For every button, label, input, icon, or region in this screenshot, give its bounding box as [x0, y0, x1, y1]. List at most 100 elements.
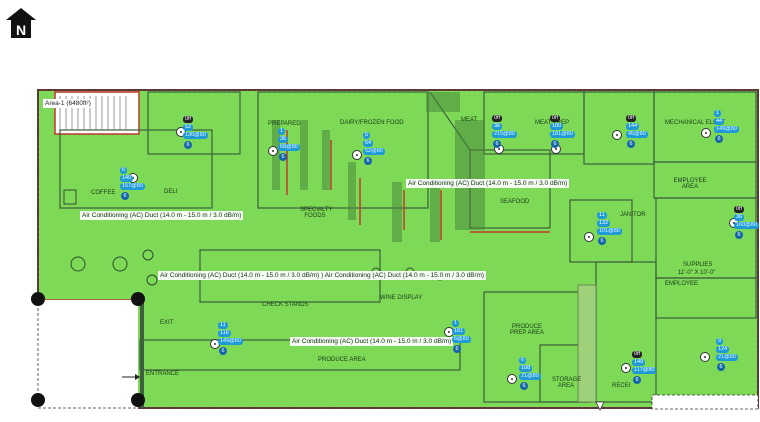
ap-channel-chip: 124: [716, 346, 730, 353]
access-point-icon[interactable]: [584, 232, 594, 242]
ap-channel-chip: 144: [626, 123, 640, 130]
room-label-coffee: COFFEE: [91, 190, 116, 196]
duct-label[interactable]: Air Conditioning (AC) Duct (14.0 m - 15.…: [406, 179, 570, 188]
ap-channel-chip: 64: [363, 140, 374, 147]
ap-count-chip: 6: [627, 140, 635, 148]
duct-label[interactable]: Air Conditioning (AC) Duct (14.0 m - 15.…: [158, 271, 487, 280]
room-label-produce-area: PRODUCE AREA: [318, 357, 366, 363]
ap-channel-chip: 36: [492, 123, 503, 130]
ap-channel-chip: 36: [278, 136, 289, 143]
ap-channel-chip: 116: [218, 330, 231, 337]
ap-band-chip: 149@80: [218, 338, 243, 345]
room-label-janitor: JANITOR: [620, 212, 646, 218]
access-point-icon[interactable]: [700, 352, 710, 362]
ap-status-chip: 11: [597, 212, 607, 219]
ap-status-chip: 6: [120, 167, 128, 174]
ap-channel-chip: 44: [714, 118, 725, 125]
ap-channel-chip: 100: [550, 123, 564, 130]
ap-count-chip: 6: [715, 135, 723, 143]
ap-band-chip: 21@80: [519, 373, 541, 380]
ap-band-chip: 157@80: [120, 183, 145, 190]
duct-label[interactable]: Air Conditioning (AC) Duct (14.0 m - 15.…: [290, 337, 454, 346]
room-label-mech-elec: MECHANICAL ELECT: [665, 120, 726, 126]
room-label-meat: MEAT: [461, 117, 478, 123]
room-label-seafood: SEAFOOD: [500, 199, 530, 205]
access-point-icon[interactable]: [507, 374, 517, 384]
ap-status-chip: 11: [218, 322, 228, 329]
ap-channel-chip: 140: [120, 175, 134, 182]
column-marker: [31, 393, 45, 407]
ap-channel-chip: 36: [734, 214, 745, 221]
room-label-produce-prep: PRODUCE PREP AREA: [510, 324, 544, 336]
ap-band-chip: 68@80: [278, 144, 300, 151]
ap-status-chip: 0ff: [492, 115, 503, 122]
ap-status-chip: 9: [716, 338, 724, 345]
ap-count-chip: 6: [219, 347, 227, 355]
ap-status-chip: 1: [278, 128, 286, 135]
ap-band-chip: 21@80: [716, 354, 738, 361]
ap-band-chip: 45@80: [626, 131, 648, 138]
access-point-icon[interactable]: [612, 130, 622, 140]
ap-count-chip: 6: [453, 345, 461, 353]
ap-band-chip: 149@80: [714, 126, 739, 133]
ap-band-chip: 52@80: [363, 148, 385, 155]
access-point-icon[interactable]: [268, 146, 278, 156]
room-label-specialty: SPECIALTY FOODS: [300, 207, 333, 219]
ap-band-chip: 160@80: [734, 222, 759, 229]
ap-count-chip: 6: [551, 140, 559, 148]
room-label-dairy: DAIRY/FROZEN FOOD: [340, 120, 404, 126]
access-point-icon[interactable]: [701, 128, 711, 138]
north-label: N: [16, 22, 26, 38]
ap-band-chip: 6@80: [452, 336, 471, 343]
room-label-exit: EXIT: [160, 320, 174, 326]
access-point-icon[interactable]: [352, 150, 362, 160]
room-label-employee: EMPLOYEE: [665, 281, 699, 287]
ap-band-chip: 181@80: [550, 131, 575, 138]
room-label-deli: DELI: [164, 189, 178, 195]
area-label[interactable]: Area-1 (6480ft²): [43, 99, 93, 108]
ap-channel-chip: 149: [632, 359, 646, 366]
ap-count-chip: 6: [735, 231, 743, 239]
ap-channel-chip: 52: [183, 124, 194, 131]
ap-status-chip: 5: [363, 132, 371, 139]
ap-status-chip: 0ff: [632, 351, 643, 358]
room-label-wine: WINE DISPLAY: [380, 295, 423, 301]
duct-label[interactable]: Air Conditioning (AC) Duct (14.0 m - 15.…: [80, 211, 244, 220]
ap-count-chip: 6: [520, 382, 528, 390]
room-label-supplies-dim: 11'-0" X 10'-0": [678, 270, 716, 276]
ap-count-chip: 6: [598, 237, 606, 245]
ap-count-chip: 6: [184, 141, 192, 149]
ap-status-chip: 1: [452, 320, 460, 327]
ap-band-chip: 215@80: [492, 131, 517, 138]
ap-band-chip: 130@80: [183, 132, 208, 139]
room-label-prepared: PREPARED: [268, 121, 301, 127]
room-label-storage: STORAGE AREA: [552, 377, 582, 389]
room-label-employee-area: EMPLOYEE AREA: [673, 178, 707, 190]
ap-count-chip: 6: [633, 376, 641, 384]
room-label-check-stands: CHECK STANDS: [262, 302, 309, 308]
column-marker: [31, 292, 45, 306]
ap-status-chip: 0ff: [550, 115, 561, 122]
ap-count-chip: 6: [717, 363, 725, 371]
column-marker: [131, 393, 145, 407]
room-label-receiving: RECEI: [612, 383, 631, 389]
ap-channel-chip: 132: [597, 220, 611, 227]
ap-status-chip: 6: [519, 357, 527, 364]
ap-status-chip: 0ff: [734, 206, 745, 213]
room-label-entrance: ENTRANCE: [146, 371, 180, 377]
ap-status-chip: 0ff: [626, 115, 637, 122]
room-label-supplies: SUPPLIES: [683, 262, 713, 268]
ap-band-chip: 101@80: [597, 228, 622, 235]
ap-status-chip: 1: [714, 110, 722, 117]
north-arrow-icon: N: [6, 8, 36, 38]
ap-channel-chip: 161: [452, 328, 466, 335]
ap-count-chip: 6: [121, 192, 129, 200]
ap-count-chip: 6: [364, 157, 372, 165]
ap-band-chip: 117@80: [632, 367, 657, 374]
ap-count-chip: 6: [493, 140, 501, 148]
access-point-icon[interactable]: [621, 363, 631, 373]
ap-channel-chip: 108: [519, 365, 533, 372]
ap-status-chip: 0ff: [183, 116, 194, 123]
